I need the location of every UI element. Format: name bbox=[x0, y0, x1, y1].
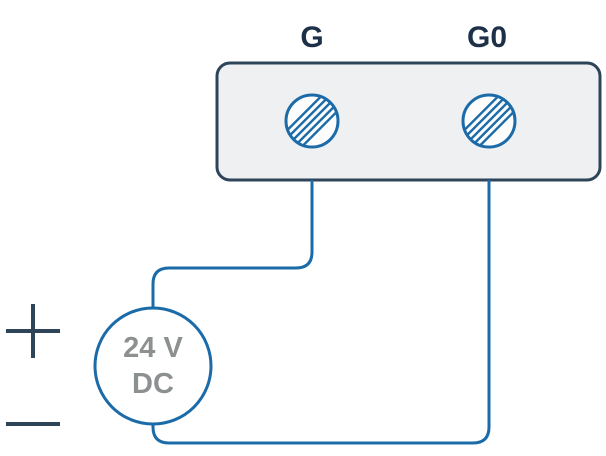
power-source-voltage-label: 24 V bbox=[123, 332, 183, 364]
terminal-block bbox=[215, 61, 602, 182]
terminal-label-g0: G0 bbox=[467, 21, 507, 54]
screw-slot-hatch bbox=[464, 96, 514, 146]
wire-g0-to-source bbox=[151, 180, 491, 445]
screw-slot-hatch bbox=[287, 96, 337, 146]
screw-terminal-g bbox=[284, 93, 340, 149]
power-source-dc-label: DC bbox=[132, 368, 174, 400]
terminal-label-g: G bbox=[300, 21, 323, 54]
wire-g-to-source bbox=[151, 180, 314, 308]
power-source-circle bbox=[93, 306, 213, 426]
screw-terminal-g0 bbox=[461, 93, 517, 149]
plus-icon bbox=[6, 304, 60, 358]
